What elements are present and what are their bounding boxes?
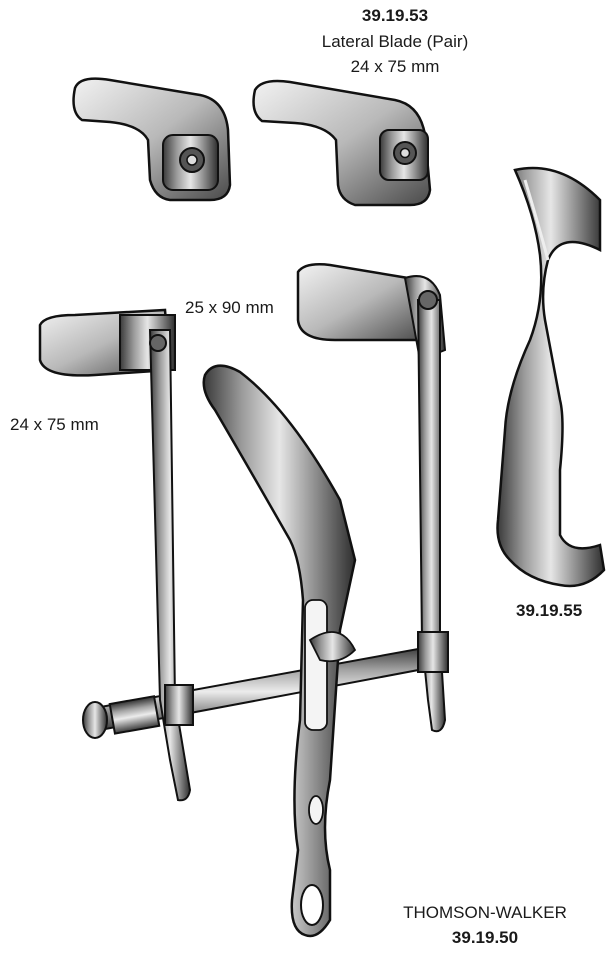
retractor-image: [38, 263, 449, 938]
retractor-code: 39.19.50: [451, 928, 519, 947]
right-blade-size-label: 25 x 90 mm: [185, 298, 274, 317]
retractor-name: THOMSON-WALKER: [403, 903, 567, 922]
lateral-blade-name: Lateral Blade (Pair): [321, 32, 469, 51]
deep-blade-code: 39.19.55: [516, 601, 583, 620]
lateral-blade-right-image: [252, 79, 432, 207]
left-blade-size-label: 24 x 75 mm: [10, 415, 99, 434]
lateral-blade-code: 39.19.53: [361, 6, 429, 25]
deep-blade-image: [496, 166, 606, 588]
lateral-blade-size: 24 x 75 mm: [350, 57, 440, 76]
lateral-blade-left-image: [72, 77, 232, 202]
